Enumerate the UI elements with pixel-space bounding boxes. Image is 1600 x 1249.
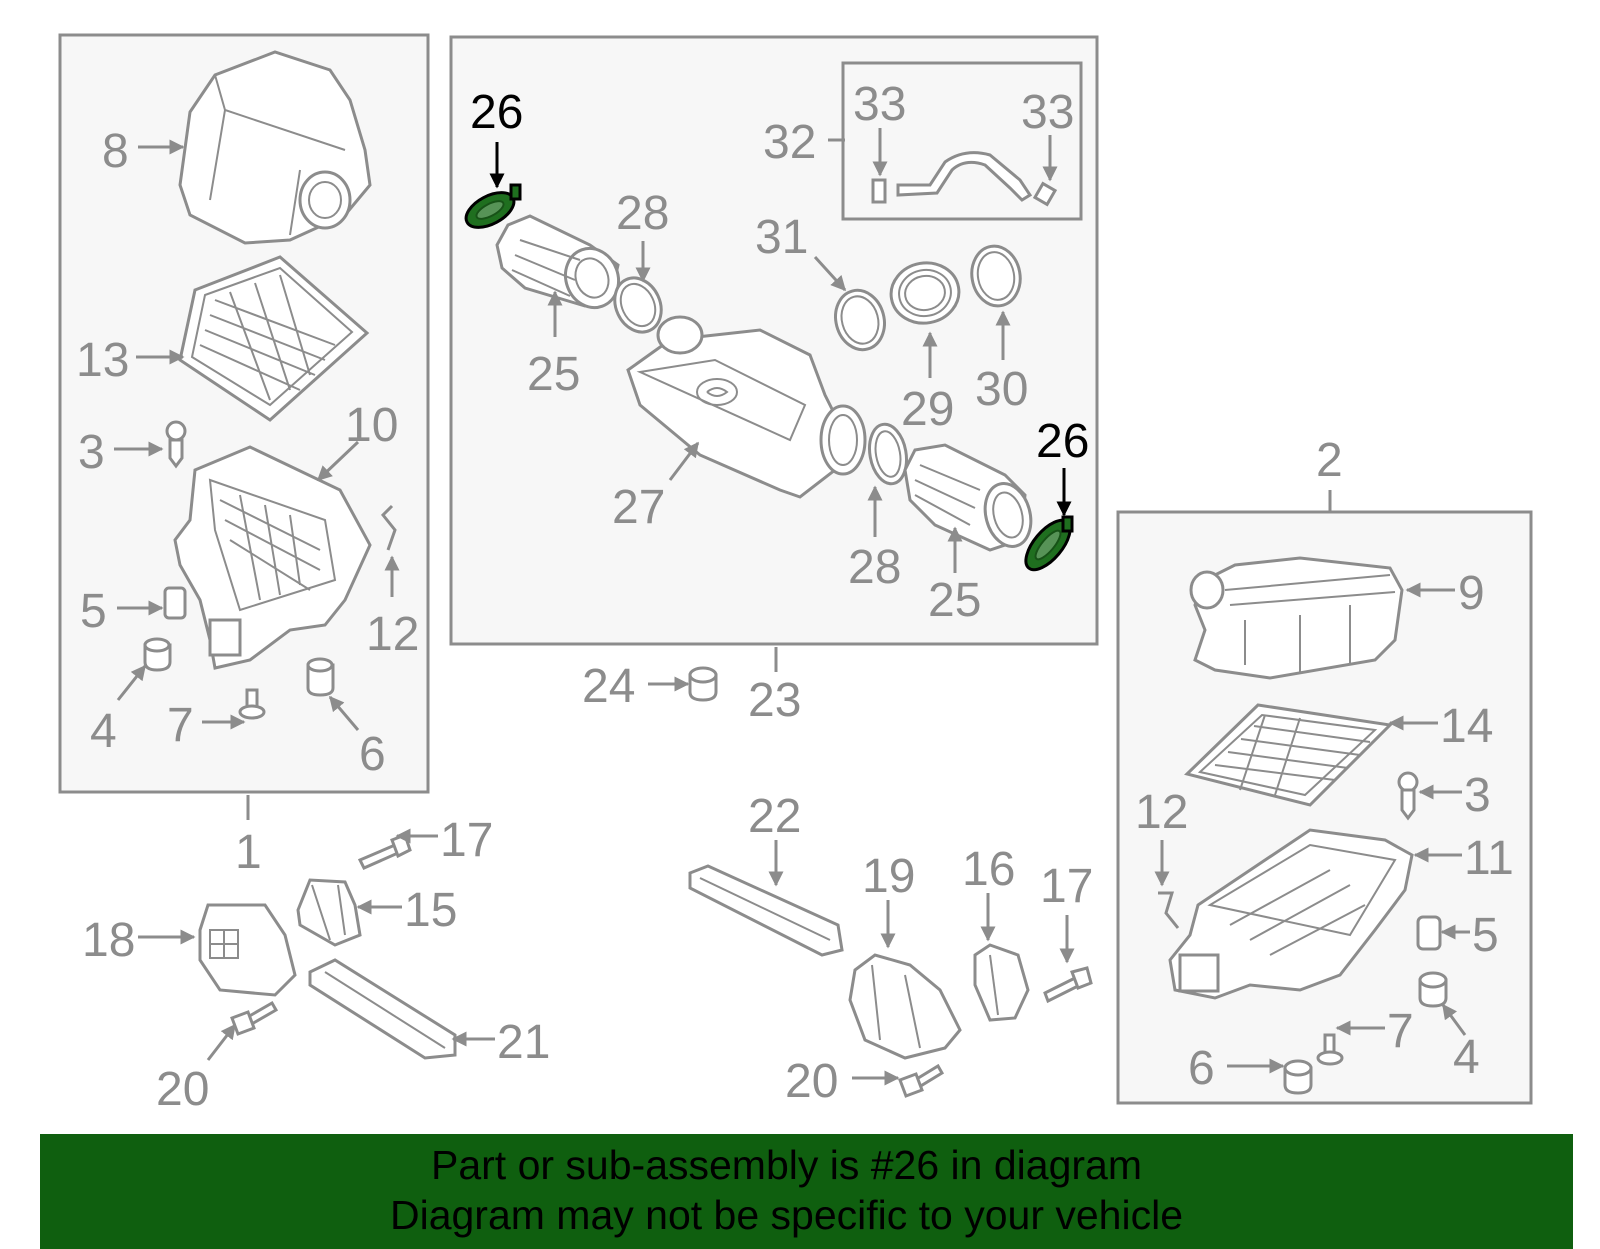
callout-14: 14 xyxy=(1440,700,1493,753)
callout-2: 2 xyxy=(1316,434,1343,487)
callout-5-right: 5 xyxy=(1472,909,1499,962)
callout-17-left: 17 xyxy=(440,814,493,867)
fastener-part-3-right xyxy=(1397,771,1419,821)
callout-17-right: 17 xyxy=(1040,860,1093,913)
callout-3-left: 3 xyxy=(78,426,105,479)
banner-line-2: Diagram may not be specific to your vehi… xyxy=(389,1192,1183,1238)
leader-4-right xyxy=(1441,1003,1467,1036)
bolt-part-17-left xyxy=(357,833,412,870)
callout-15: 15 xyxy=(404,884,457,937)
bracket-part-15 xyxy=(296,878,362,947)
callout-30: 30 xyxy=(975,363,1028,416)
grommet-part-5-left xyxy=(163,586,187,620)
bolt-part-7-right xyxy=(1316,1033,1344,1066)
bolt-part-7-left xyxy=(238,688,266,720)
leader-27 xyxy=(668,441,700,481)
clamp-part-30 xyxy=(970,244,1022,308)
callout-20-center: 20 xyxy=(785,1055,838,1108)
callout-21: 21 xyxy=(497,1016,550,1069)
bolt-part-20-left xyxy=(230,1000,279,1036)
callout-18: 18 xyxy=(82,914,135,967)
fastener-part-3-left xyxy=(165,420,187,469)
air-guide-part-21 xyxy=(308,958,457,1060)
callout-28-bottom: 28 xyxy=(848,541,901,594)
air-duct-resonator-part-27 xyxy=(626,315,867,499)
info-banner: Part or sub-assembly is #26 in diagram D… xyxy=(40,1134,1573,1249)
leader-6-left xyxy=(328,695,360,731)
resonator-part-19 xyxy=(848,953,962,1060)
callout-26-bottom: 26 xyxy=(1036,415,1089,468)
callout-3-right: 3 xyxy=(1464,769,1491,822)
callout-10: 10 xyxy=(345,399,398,452)
callout-11: 11 xyxy=(1464,832,1514,885)
callout-1: 1 xyxy=(235,826,262,879)
bolt-part-17-right xyxy=(1043,966,1093,1004)
callout-19: 19 xyxy=(862,850,915,903)
air-cleaner-body-part-11 xyxy=(1168,828,1414,1000)
callout-29: 29 xyxy=(901,383,954,436)
leader-4-left xyxy=(116,664,147,701)
clamp-part-26-bottom xyxy=(1024,515,1074,572)
bracket-part-16 xyxy=(973,943,1030,1022)
grommet-part-5-right xyxy=(1416,915,1442,951)
insulator-part-4-left xyxy=(143,637,172,672)
callout-22: 22 xyxy=(748,790,801,843)
callout-7-right: 7 xyxy=(1387,1005,1414,1058)
bolt-part-20-center xyxy=(898,1063,945,1098)
air-intake-hose-part-25-bottom xyxy=(903,443,1033,552)
callout-6-right: 6 xyxy=(1188,1042,1215,1095)
leader-10 xyxy=(316,440,360,482)
clamp-part-26-top xyxy=(464,183,522,229)
hose-part-12-right xyxy=(1158,891,1180,929)
air-guide-part-22 xyxy=(688,864,844,957)
insulator-part-6-left xyxy=(306,657,335,697)
callout-32: 32 xyxy=(763,116,816,169)
banner-line-1: Part or sub-assembly is #26 in diagram xyxy=(431,1142,1142,1188)
resonator-part-18 xyxy=(198,903,297,997)
callout-24: 24 xyxy=(582,660,635,713)
callout-31: 31 xyxy=(755,211,808,264)
air-intake-hose-part-25-top xyxy=(495,214,620,310)
leader-31 xyxy=(813,255,847,292)
air-cleaner-body-part-10 xyxy=(173,445,372,670)
air-filter-element-part-14 xyxy=(1184,703,1394,807)
callout-12-right: 12 xyxy=(1135,786,1188,839)
callout-8: 8 xyxy=(102,125,129,178)
callout-12-left: 12 xyxy=(366,608,419,661)
callout-25-top: 25 xyxy=(527,348,580,401)
callout-7-left: 7 xyxy=(167,699,194,752)
callout-27: 27 xyxy=(612,481,665,534)
callout-33-left: 33 xyxy=(853,78,906,131)
leader-20-left xyxy=(206,1023,237,1061)
breather-hose-part-32 xyxy=(871,151,1058,207)
callout-33-right: 33 xyxy=(1021,86,1074,139)
clamp-part-28-bottom xyxy=(868,422,908,486)
hose-part-12-left xyxy=(380,504,397,551)
air-filter-element-part-13 xyxy=(178,255,370,422)
callout-26-top: 26 xyxy=(470,86,523,139)
callout-4-right: 4 xyxy=(1453,1031,1480,1084)
callout-4-left: 4 xyxy=(90,705,117,758)
callout-16: 16 xyxy=(962,843,1015,896)
clamp-part-28-top xyxy=(613,276,663,334)
seal-part-29 xyxy=(889,261,961,325)
air-cleaner-cover-part-9 xyxy=(1189,556,1404,680)
air-cleaner-cover-part-8 xyxy=(178,50,372,245)
insulator-part-24 xyxy=(688,666,718,702)
insulator-part-6-right xyxy=(1283,1059,1313,1095)
callout-28-top: 28 xyxy=(616,187,669,240)
callout-13: 13 xyxy=(76,334,129,387)
callout-6-left: 6 xyxy=(359,728,386,781)
callout-23: 23 xyxy=(748,674,801,727)
callout-25-bottom: 25 xyxy=(928,574,981,627)
clamp-part-31 xyxy=(834,288,886,352)
callout-20-left: 20 xyxy=(156,1063,209,1116)
callout-5-left: 5 xyxy=(80,585,107,638)
callout-9: 9 xyxy=(1458,567,1485,620)
insulator-part-4-right xyxy=(1418,971,1448,1008)
